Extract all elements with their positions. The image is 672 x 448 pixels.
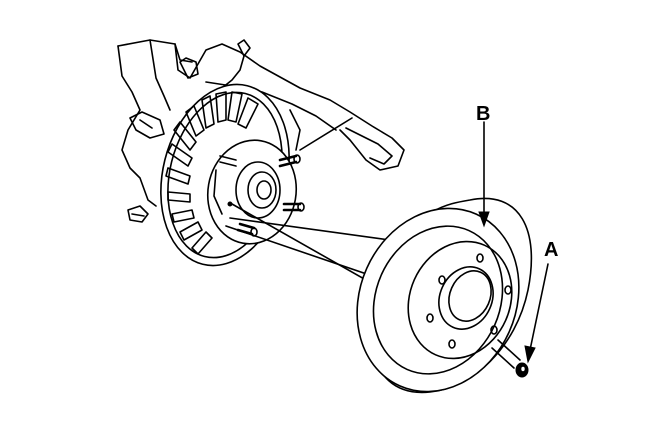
label-a: A [544, 239, 559, 261]
arrow-a [524, 263, 549, 364]
suspension-knuckle [117, 39, 405, 223]
disc-bolt-holes [426, 253, 512, 349]
arrow-b [478, 121, 490, 228]
dust-shield-slots [165, 91, 259, 255]
wheel-stud [282, 202, 305, 212]
brake-disc [356, 197, 533, 394]
screw-a [491, 339, 529, 378]
wheel-stud [278, 154, 301, 168]
label-b: B [476, 103, 491, 125]
